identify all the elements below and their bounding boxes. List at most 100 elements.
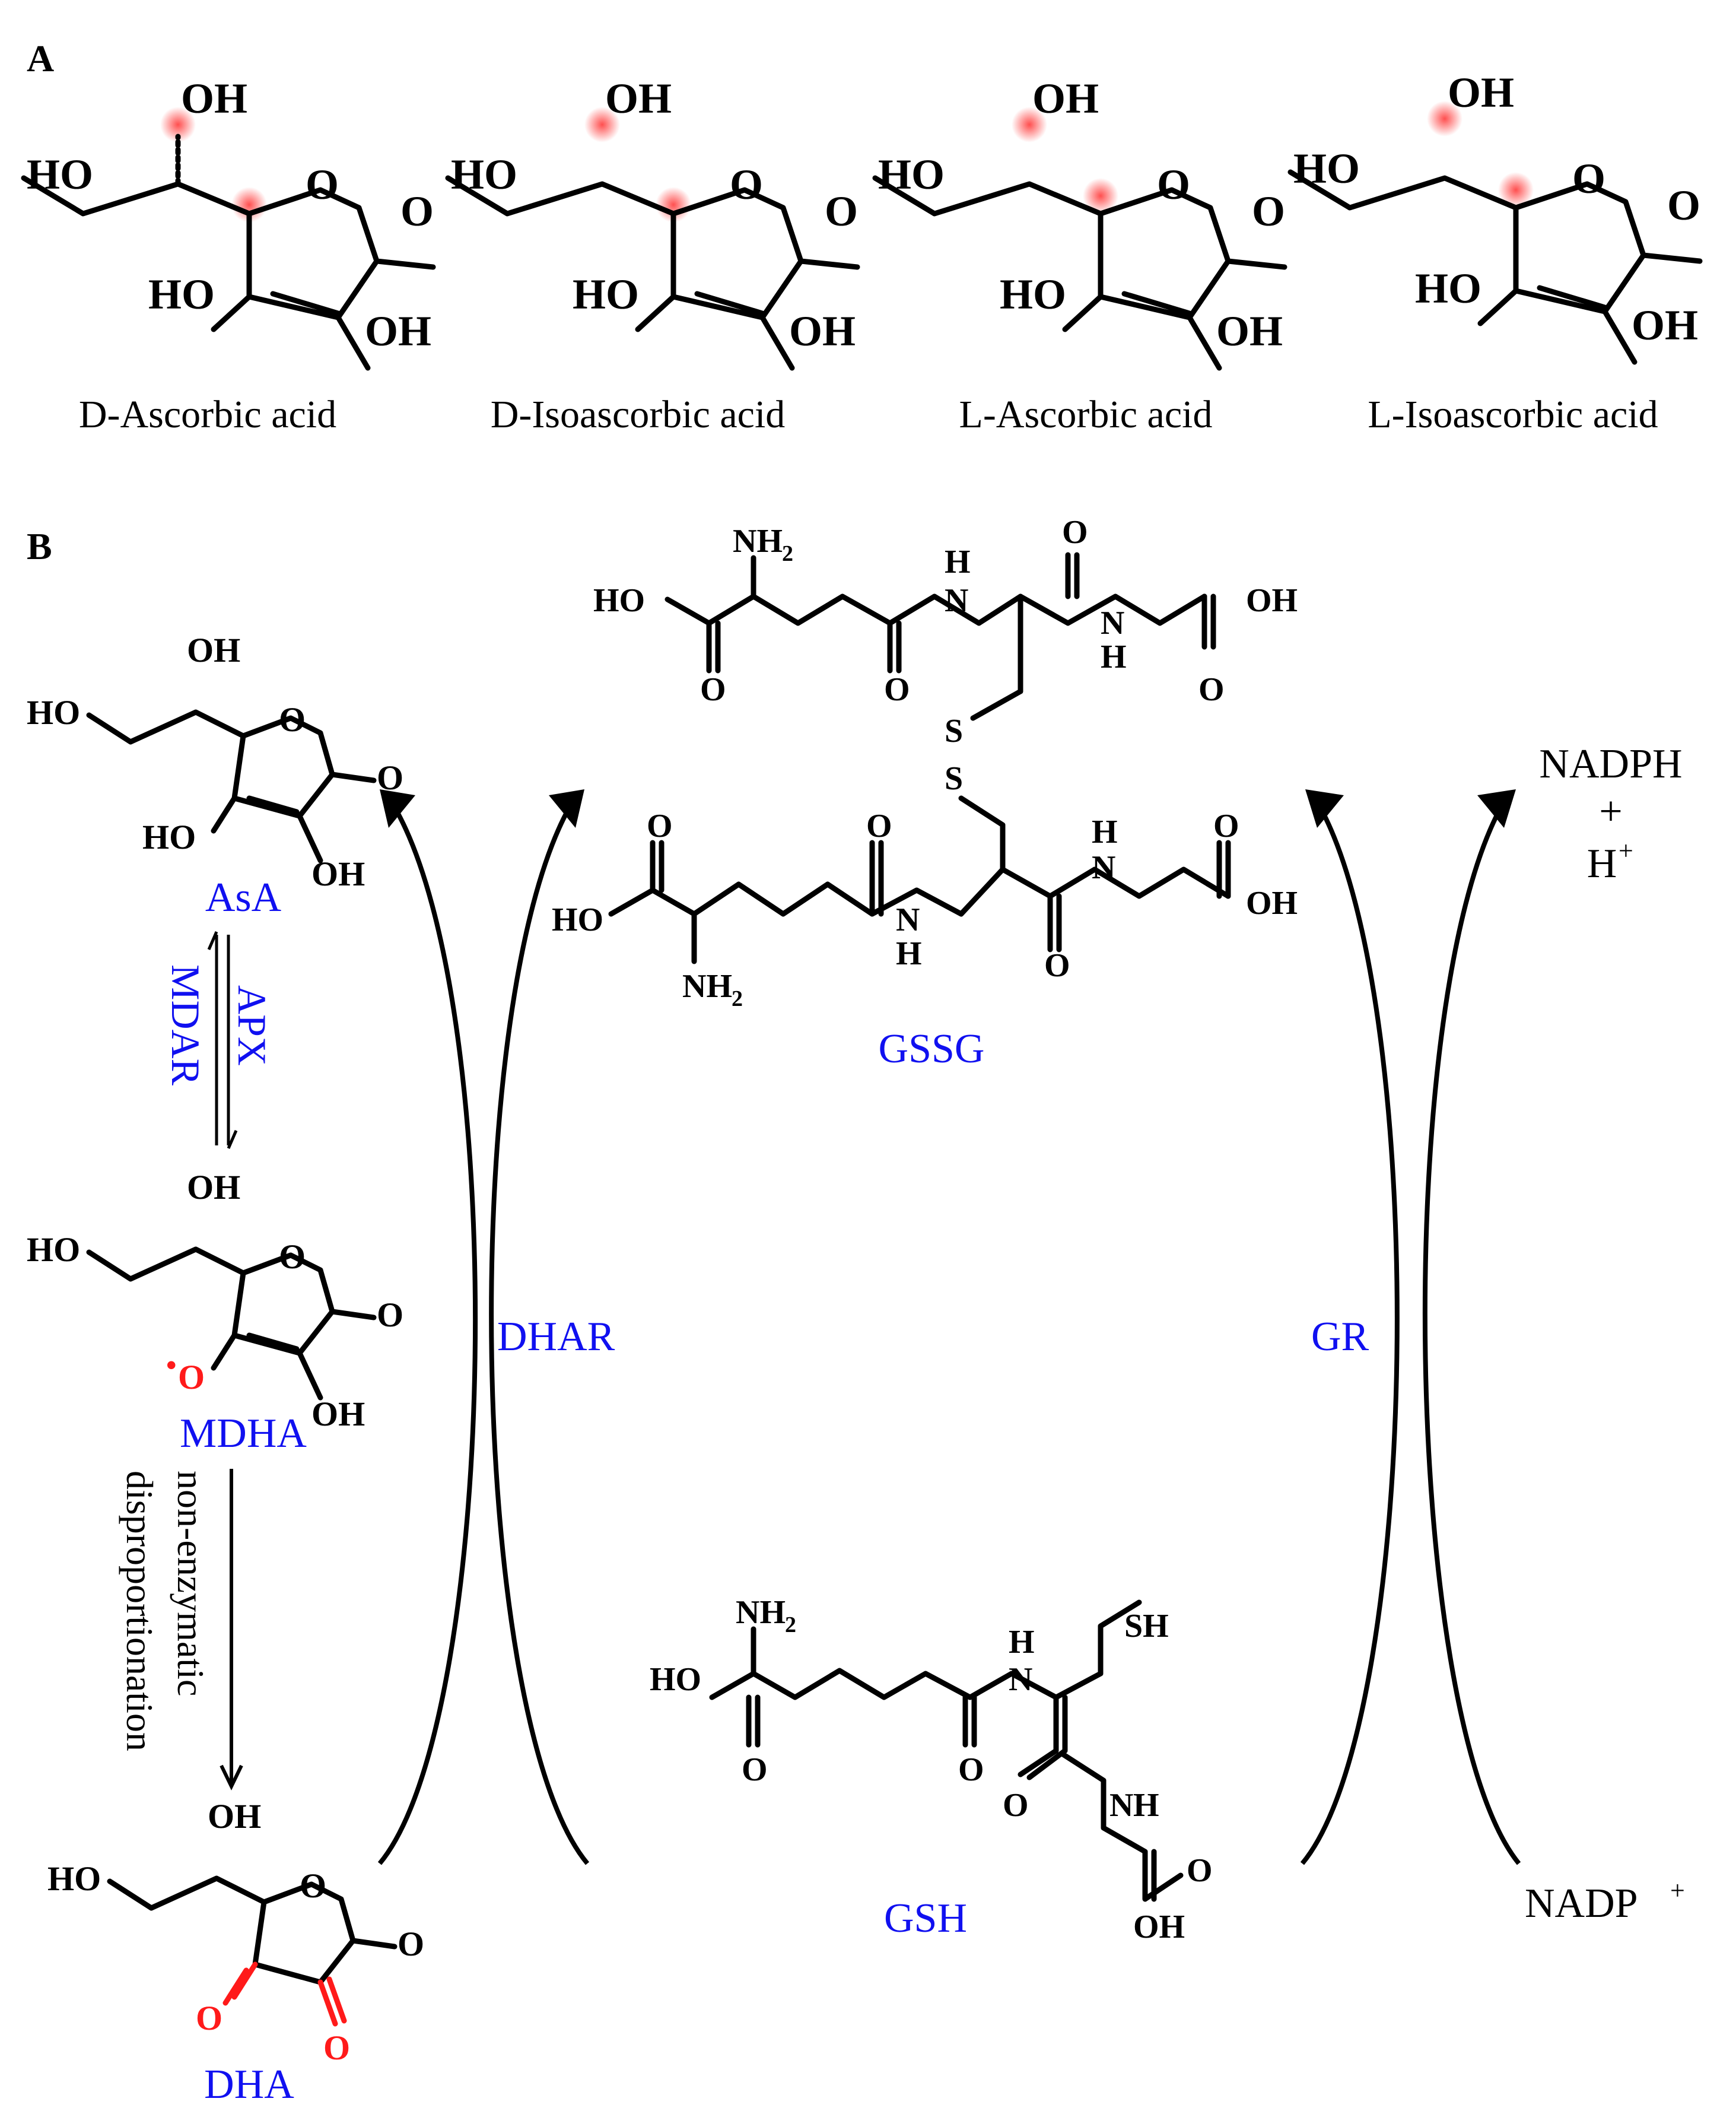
- atom-n-lower-2: N: [1092, 849, 1115, 886]
- atom-o-carbonyl: O: [398, 1925, 424, 1963]
- atom-ho-bottom: HO: [573, 271, 639, 318]
- atom-o-upper-2: O: [884, 671, 910, 708]
- atom-ho-lower: HO: [552, 901, 603, 938]
- atom-oh-lower: OH: [1246, 885, 1298, 922]
- atom-h-lower-2: H: [1092, 814, 1118, 850]
- atom-n-lower-1: N: [896, 901, 920, 938]
- atom-o-ring: O: [300, 1866, 326, 1905]
- atom-ho-bottom: HO: [1000, 271, 1066, 318]
- enzyme-label-gr: GR: [1311, 1314, 1369, 1360]
- label-asa: AsA: [205, 875, 282, 920]
- atom-ho-left: HO: [878, 151, 945, 198]
- atom-o-ring: O: [730, 161, 763, 208]
- atom-oh-top: OH: [1032, 75, 1099, 122]
- atom-o-carbonyl: O: [1667, 182, 1700, 229]
- atom-radical-dot: •: [166, 1348, 177, 1382]
- atom-s-1: S: [945, 713, 963, 750]
- atom-oh: OH: [208, 1797, 261, 1836]
- stereocenter-highlight: [1498, 172, 1534, 208]
- curve-dha-to-asa: [377, 804, 478, 1865]
- atom-o-keto-left: O: [196, 1999, 222, 2037]
- note-disproportionation: disproportionation: [119, 1471, 161, 1751]
- label-gsh: GSH: [884, 1896, 967, 1941]
- label-dha: DHA: [204, 2062, 294, 2107]
- atom-ho: HO: [650, 1661, 701, 1698]
- atom-ho-left: HO: [27, 151, 93, 198]
- atom-oh-bottom: OH: [1216, 307, 1283, 355]
- enzyme-label-dhar: DHAR: [497, 1314, 615, 1360]
- note-non-enzymatic: non-enzymatic: [170, 1471, 212, 1696]
- atom-h-upper-1: H: [945, 544, 971, 580]
- molecule-l-ascorbic-acid: OH HO O O HO OH: [872, 75, 1287, 371]
- atom-o-carbonyl: O: [377, 1296, 403, 1334]
- arrowhead-gssg-gr: [1305, 789, 1344, 828]
- molecule-d-ascorbic-acid: OH HO O O HO OH: [21, 75, 436, 371]
- atom-ho-left: HO: [451, 151, 517, 198]
- atom-o-lower-3: O: [1044, 947, 1070, 984]
- arrowhead-gssg: [549, 789, 584, 828]
- label-mdha: MDHA: [180, 1411, 307, 1456]
- atom-o-ring: O: [1157, 161, 1190, 208]
- atom-oh-bottom: OH: [365, 307, 431, 355]
- atom-oh-top: OH: [181, 75, 247, 122]
- stereocenter-highlight: [584, 107, 620, 142]
- curve-gsh-to-gssg: [489, 804, 590, 1865]
- atom-oh-top: OH: [1448, 69, 1514, 116]
- arrowhead-dha: [220, 1764, 243, 1790]
- atom-ho-bottom: HO: [142, 818, 196, 856]
- equilibrium-arrows: [207, 931, 238, 1149]
- atom-ho-left: HO: [1293, 145, 1360, 192]
- molecule-gsh: NH 2 HO O O N H SH O N H O OH: [650, 1594, 1213, 1945]
- atom-oh-upper: OH: [1246, 582, 1298, 619]
- label-nadp: NADP: [1525, 1881, 1638, 1926]
- curve-nadp-to-nadph: [1422, 806, 1521, 1865]
- atom-oh-bottom: OH: [1632, 301, 1698, 349]
- atom-oh: OH: [187, 1168, 240, 1207]
- atom-nh2: NH: [736, 1594, 786, 1631]
- atom-oh-top: OH: [605, 75, 672, 122]
- label-h: H: [1587, 841, 1617, 887]
- stereocenter-highlight: [1427, 101, 1462, 136]
- enzyme-label-mdar: MDAR: [163, 964, 208, 1086]
- atom-oh: OH: [187, 631, 240, 669]
- atom-oh-bottom: OH: [311, 1395, 365, 1433]
- atom-ho-upper: HO: [593, 582, 645, 619]
- atom-o-upper-1: O: [700, 671, 726, 708]
- atom-ho: HO: [47, 1859, 101, 1898]
- atom-o-ring: O: [279, 1237, 306, 1276]
- atom-ho-bottom: HO: [148, 271, 215, 318]
- molecule-asa: OH HO O O HO OH: [27, 631, 403, 893]
- molecule-d-isoascorbic-acid: OH HO O O HO OH: [445, 75, 860, 371]
- atom-o-lower-2: O: [866, 808, 892, 845]
- atom-o-upper-4: O: [1198, 671, 1225, 708]
- atom-n-1: N: [1009, 1661, 1032, 1698]
- curve-gssg-from-gr: [1300, 806, 1400, 1865]
- atom-o-carbonyl: O: [825, 188, 858, 235]
- atom-o-carbonyl: O: [1252, 188, 1285, 235]
- atom-n-upper-1: N: [945, 582, 968, 619]
- molecule-gssg: NH 2 HO O O N H O N H OH O S S O HO NH 2…: [552, 514, 1298, 1011]
- atom-radical-o: O: [178, 1358, 205, 1396]
- stereocenter-highlight: [1012, 107, 1047, 142]
- caption-l-ascorbic-acid: L-Ascorbic acid: [959, 393, 1213, 436]
- atom-nh2-sub-lower: 2: [732, 986, 743, 1011]
- caption-d-ascorbic-acid: D-Ascorbic acid: [79, 393, 336, 436]
- arrowhead-asa: [380, 789, 415, 828]
- molecule-mdha: OH HO O O • O OH: [27, 1168, 403, 1433]
- caption-l-isoascorbic-acid: L-Isoascorbic acid: [1368, 393, 1658, 436]
- atom-nh2-sub: 2: [785, 1612, 796, 1637]
- atom-h-1: H: [1009, 1624, 1035, 1661]
- molecule-l-isoascorbic-acid: OH HO O O HO OH: [1287, 69, 1703, 365]
- atom-o-carbonyl: O: [400, 188, 434, 235]
- atom-o-lower-4: O: [1213, 808, 1239, 845]
- atom-sh: SH: [1124, 1608, 1169, 1645]
- atom-o-ring: O: [1572, 155, 1605, 202]
- arrowhead-up: [207, 931, 218, 950]
- caption-d-isoascorbic-acid: D-Isoascorbic acid: [491, 393, 786, 436]
- atom-oh-bottom: OH: [311, 855, 365, 893]
- atom-o-upper-3: O: [1062, 514, 1088, 551]
- atom-nh-2: N: [1109, 1787, 1133, 1824]
- atom-oh: OH: [1133, 1909, 1185, 1945]
- label-nadph: NADPH: [1539, 741, 1682, 787]
